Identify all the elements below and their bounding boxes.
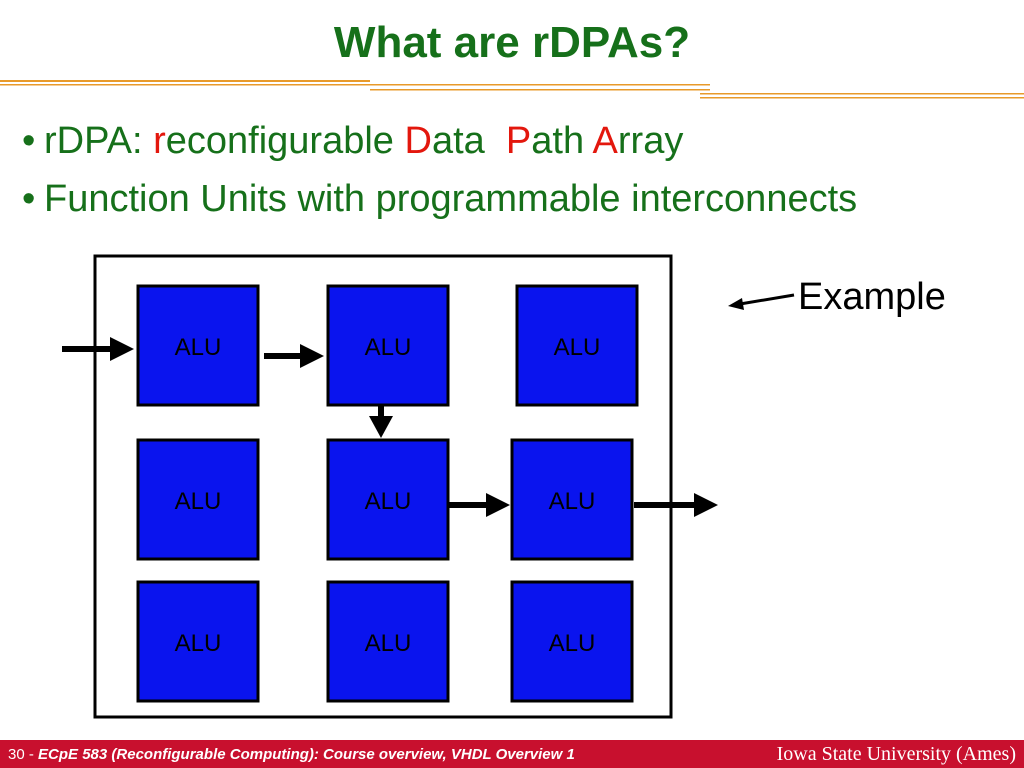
course-title: ECpE 583 (Reconfigurable Computing): Cou…	[38, 746, 575, 763]
alu-block-r2c1: ALU	[136, 438, 260, 561]
alu-label: ALU	[365, 334, 412, 361]
example-label: Example	[798, 276, 946, 318]
output-arrow	[634, 493, 718, 517]
bullet-text: rDPA:	[44, 120, 154, 162]
bullet-marker: •	[22, 178, 36, 220]
alu-block-r2c2: ALU	[326, 438, 450, 561]
alu-block-r3c3: ALU	[510, 580, 634, 703]
alu-label: ALU	[365, 630, 412, 657]
alu-block-r1c1: ALU	[136, 284, 260, 407]
slide-title: What are rDPAs?	[333, 18, 691, 67]
alu-label: ALU	[175, 488, 222, 515]
bullet-marker: •	[22, 120, 36, 162]
highlight-letter: D	[404, 120, 432, 162]
bullet-rdpa: •rDPA: reconfigurable Data Path Array	[22, 112, 857, 170]
input-arrow	[62, 337, 134, 361]
rdpa-diagram: ALU ALU ALU ALU ALU ALU ALU ALU ALU	[62, 254, 795, 719]
highlight-letter: r	[153, 120, 166, 162]
highlight-letter: P	[505, 120, 532, 162]
alu-block-r3c2: ALU	[326, 580, 450, 703]
bullet-text: Function Units with programmable interco…	[44, 178, 858, 220]
bullet-text: econfigurable	[165, 120, 405, 162]
alu-label: ALU	[554, 334, 601, 361]
footer-course-info: 30 - ECpE 583 (Reconfigurable Computing)…	[8, 746, 575, 763]
arrow-alu-r1c2-to-r2c2	[369, 405, 393, 438]
footer-separator: -	[24, 746, 39, 763]
alu-label: ALU	[175, 630, 222, 657]
bullet-text: ath	[531, 120, 593, 162]
bullet-function-units: •Function Units with programmable interc…	[22, 170, 857, 228]
alu-block-r3c1: ALU	[136, 580, 260, 703]
alu-block-r1c3: ALU	[515, 284, 639, 407]
alu-label: ALU	[549, 630, 596, 657]
alu-label: ALU	[175, 334, 222, 361]
alu-label: ALU	[549, 488, 596, 515]
bullet-text: rray	[617, 120, 684, 162]
alu-block-r1c2: ALU	[326, 284, 450, 407]
university-name: Iowa State University (Ames)	[776, 743, 1016, 765]
highlight-letter: A	[592, 120, 618, 162]
bullet-list: •rDPA: reconfigurable Data Path Array •F…	[22, 112, 857, 228]
bullet-text: ata	[431, 120, 506, 162]
alu-label: ALU	[365, 488, 412, 515]
page-number: 30	[8, 746, 25, 763]
arrow-alu-r2c2-to-r2c3	[448, 493, 510, 517]
footer-bar: 30 - ECpE 583 (Reconfigurable Computing)…	[0, 740, 1024, 768]
example-pointer-arrow	[728, 293, 795, 310]
title-divider	[0, 80, 1024, 99]
alu-block-r2c3: ALU	[510, 438, 634, 561]
arrow-alu-r1c1-to-r1c2	[264, 344, 324, 368]
